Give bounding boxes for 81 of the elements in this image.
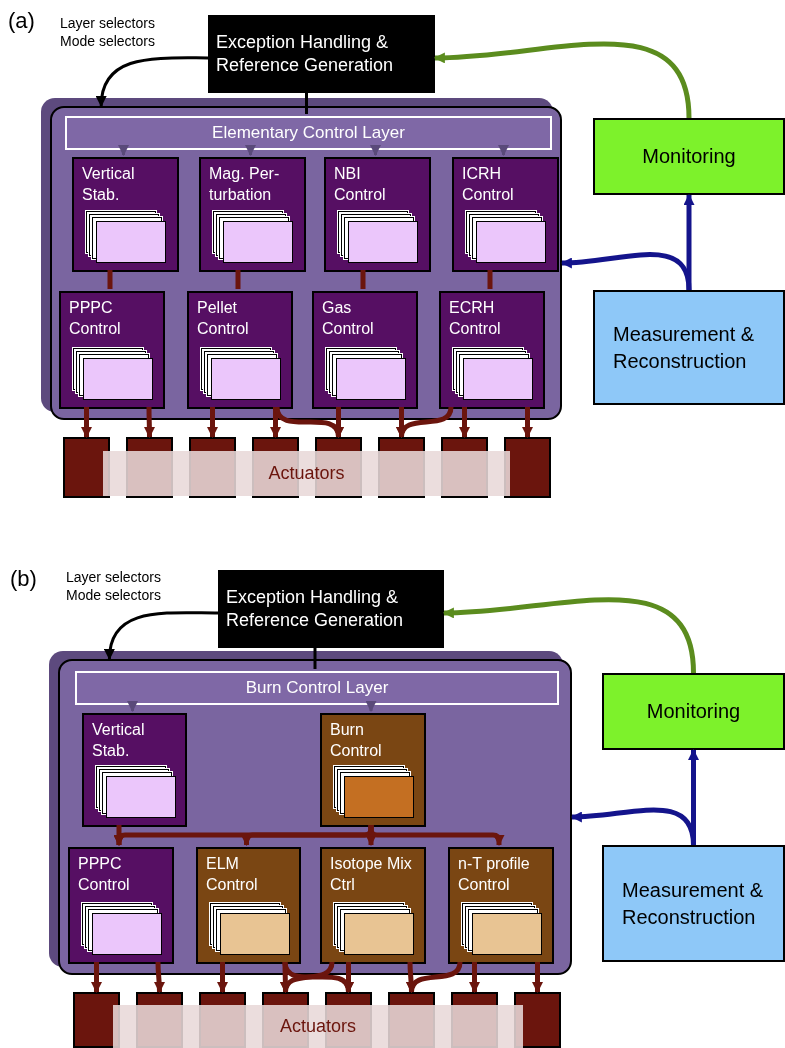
node-text: PPPC Control (78, 854, 131, 895)
process-box (602, 673, 785, 750)
layer-band (65, 116, 552, 150)
node-text: NBI Control (334, 164, 387, 205)
annotation-text: Layer selectors Mode selectors (60, 14, 156, 51)
connector-arrow (407, 961, 463, 994)
connector-arrow (91, 962, 102, 994)
process-box (218, 570, 444, 648)
connector-arrow (368, 825, 505, 847)
connector-arrow (104, 611, 218, 661)
controller-box (199, 157, 306, 272)
connector-arrow (153, 961, 165, 994)
connector-arrow (217, 962, 228, 994)
controller-box (324, 157, 431, 272)
controller-box (320, 713, 426, 827)
panel-label: (a) (8, 8, 35, 34)
node-text: Gas Control (322, 298, 375, 339)
actuators-label: Actuators (103, 451, 510, 496)
node-text: Mag. Per- turbation (209, 164, 281, 205)
controller-box (312, 291, 418, 409)
node-text: Vertical Stab. (82, 164, 136, 205)
connector-arrow (397, 406, 454, 439)
node-text: Elementary Control Layer (212, 123, 405, 143)
connector-arrow (683, 193, 695, 290)
node-text: Vertical Stab. (92, 720, 146, 761)
connector-arrow (207, 407, 218, 439)
process-box (602, 845, 785, 962)
controller-box (448, 847, 554, 964)
connector-arrow (118, 145, 129, 157)
connector-arrow (532, 962, 543, 994)
controller-box (187, 291, 293, 409)
controller-box (82, 713, 187, 827)
connector-arrow (459, 407, 470, 439)
node-text: Measurement & Reconstruction (613, 321, 756, 374)
annotation-text: Layer selectors Mode selectors (66, 568, 162, 605)
layer-band (75, 671, 559, 705)
connector-arrow (498, 145, 509, 157)
controller-box (196, 847, 301, 964)
node-text: ECRH Control (449, 298, 502, 339)
node-text: ICRH Control (462, 164, 515, 205)
connector-arrow (570, 807, 696, 846)
controller-box (320, 847, 426, 964)
controller-box (68, 847, 174, 964)
node-text: Measurement & Reconstruction (622, 877, 765, 930)
actuator-box (504, 437, 551, 498)
connector-arrow (270, 407, 281, 439)
controller-box (439, 291, 545, 409)
connector-arrow (365, 701, 377, 713)
connector-arrow (245, 145, 256, 157)
node-text: Pellet Control (197, 298, 250, 339)
node-text: Burn Control Layer (245, 678, 389, 698)
connector-arrow (96, 56, 208, 108)
connector-arrow (281, 961, 335, 994)
connector-arrow (560, 252, 692, 291)
panel-label: (b) (10, 566, 37, 592)
connector-arrow (81, 407, 92, 439)
actuators-label: Actuators (113, 1005, 523, 1048)
connector-arrow (370, 145, 381, 157)
node-text: ELM Control (206, 854, 259, 895)
node-text: Exception Handling & Reference Generation (226, 585, 405, 632)
process-box (593, 290, 785, 405)
connector-arrow (433, 41, 692, 119)
node-text: n-T profile Control (458, 854, 531, 895)
node-text: Isotope Mix Ctrl (330, 854, 412, 895)
process-box (208, 15, 435, 93)
connector-arrow (469, 962, 480, 994)
connector-arrow (333, 407, 344, 439)
node-text: Exception Handling & Reference Generation (216, 30, 395, 77)
connector-arrow (143, 407, 155, 439)
controller-box (452, 157, 559, 272)
controller-box (59, 291, 165, 409)
controller-box (72, 157, 179, 272)
node-text: Monitoring (646, 700, 741, 723)
connector-arrow (522, 407, 533, 439)
node-text: Monitoring (642, 145, 736, 168)
connector-arrow (127, 701, 138, 713)
connector-arrow (442, 597, 696, 674)
connector-arrow (343, 962, 354, 994)
process-box (593, 118, 785, 195)
node-text: PPPC Control (69, 298, 122, 339)
node-text: Burn Control (330, 720, 383, 761)
